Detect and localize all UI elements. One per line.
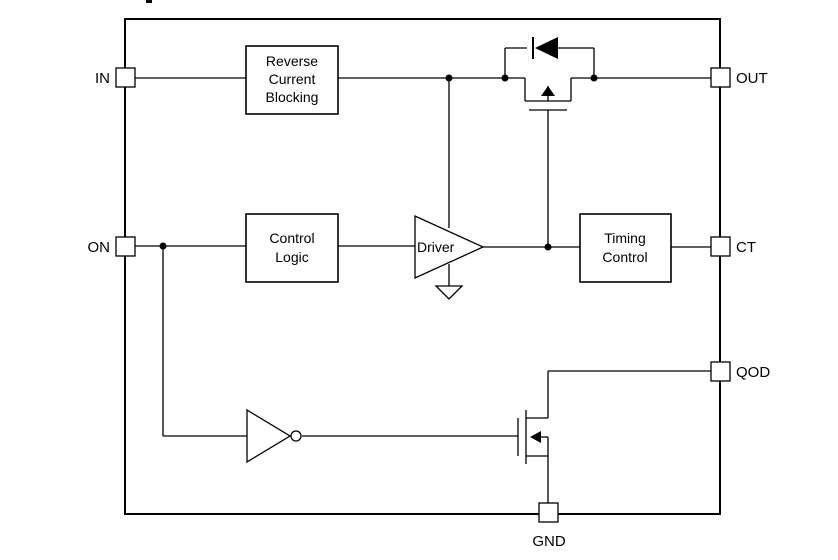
junction-dot	[544, 243, 552, 251]
timing-control-block: Timing Control	[579, 213, 672, 283]
block-label: Reverse	[266, 53, 318, 69]
block-label: Current	[269, 71, 316, 87]
block-label: Control	[269, 230, 314, 246]
title-fragment	[146, 0, 152, 3]
block-label: Logic	[275, 249, 308, 265]
pin-out	[710, 67, 731, 88]
pin-label-gnd: GND	[532, 533, 566, 550]
driver-amplifier: Driver	[414, 214, 485, 280]
pin-ct	[710, 236, 731, 257]
junction-dot	[159, 242, 167, 250]
qod-fet-body-arrow	[530, 431, 541, 443]
pin-qod	[710, 361, 731, 382]
pin-label-out: OUT	[736, 70, 768, 87]
body-diode	[532, 37, 558, 59]
ground-symbol	[434, 285, 464, 300]
junction-dots	[159, 74, 598, 251]
block-label: Blocking	[266, 89, 319, 105]
junction-dot	[590, 74, 598, 82]
pin-label-in: IN	[95, 70, 110, 87]
block-label: Control	[602, 249, 647, 265]
junction-dot	[501, 74, 509, 82]
control-logic-block: Control Logic	[245, 213, 339, 283]
inverter	[246, 408, 302, 464]
pin-label-ct: CT	[736, 239, 756, 256]
block-label: Timing	[604, 230, 646, 246]
junction-dot	[445, 74, 453, 82]
wires	[135, 47, 711, 503]
pin-on	[115, 236, 136, 257]
driver-label: Driver	[417, 239, 455, 255]
chip-outline	[124, 18, 721, 515]
pin-label-qod: QOD	[736, 364, 770, 381]
reverse-current-blocking-block: Reverse Current Blocking	[245, 45, 339, 115]
fet-body-arrow	[541, 86, 555, 96]
pin-label-on: ON	[88, 239, 111, 256]
pin-gnd	[538, 502, 559, 523]
pin-in	[115, 67, 136, 88]
